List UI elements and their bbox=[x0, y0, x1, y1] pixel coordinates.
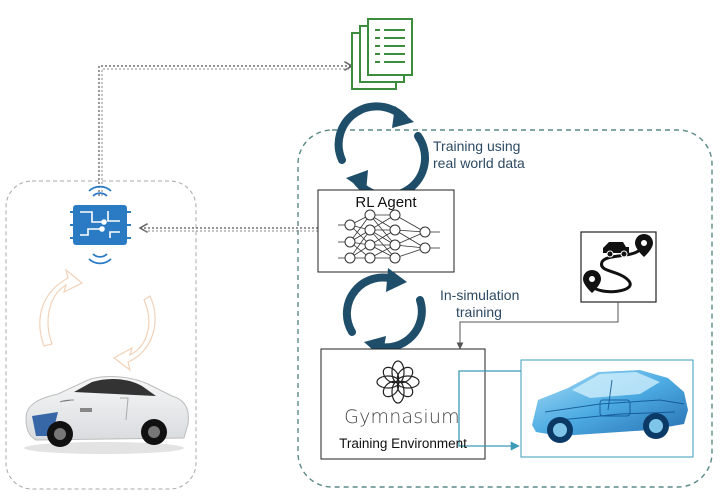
document-icon bbox=[351, 18, 413, 90]
real-world-training-cycle-icon bbox=[334, 102, 429, 200]
sim-input-connector bbox=[458, 370, 521, 451]
gymnasium-name: Gymnasium bbox=[344, 406, 460, 428]
chip-icon bbox=[70, 185, 131, 265]
route-map-icon bbox=[580, 231, 657, 303]
real-world-training-line2: real world data bbox=[433, 155, 525, 171]
sim-training-line2: training bbox=[456, 304, 502, 320]
real-world-training-label: Training using real world data bbox=[433, 138, 525, 172]
training-container bbox=[297, 129, 713, 488]
real-car-image bbox=[24, 376, 189, 454]
sim-training-line1: In-simulation bbox=[440, 287, 520, 303]
simulation-training-cycle-icon bbox=[342, 273, 426, 352]
vehicle-cycle-icon bbox=[39, 268, 156, 372]
data-upload-arrow bbox=[98, 61, 354, 196]
real-world-training-line1: Training using bbox=[433, 138, 521, 154]
gymnasium-logo-icon bbox=[376, 360, 420, 404]
scenario-arrow bbox=[456, 302, 619, 350]
neural-network-icon bbox=[338, 209, 440, 264]
environment-subtitle: Training Environment bbox=[339, 436, 467, 451]
rl-agent-title: RL Agent bbox=[355, 194, 417, 211]
simulated-car-image bbox=[532, 370, 688, 443]
sim-training-label: In-simulation training bbox=[440, 287, 519, 321]
